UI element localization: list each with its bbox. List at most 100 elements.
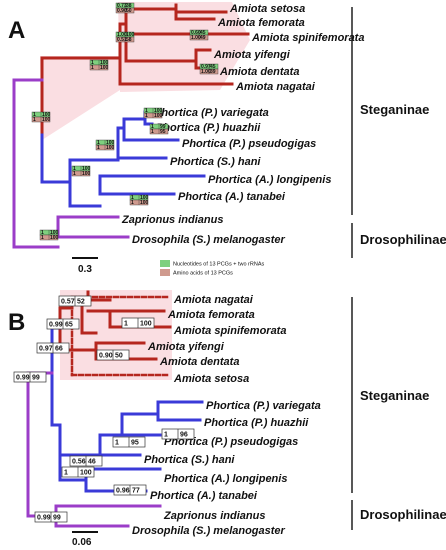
svg-text:46: 46	[88, 459, 96, 466]
panel-a-label: A	[8, 17, 25, 44]
taxon-label-b-huazhii: Phortica (P.) huazhii	[204, 417, 309, 429]
svg-text:1: 1	[73, 166, 76, 172]
svg-text:100: 100	[106, 145, 115, 151]
svg-text:66: 66	[55, 346, 63, 353]
svg-text:1.00: 1.00	[201, 69, 211, 75]
scale-bar-label-b: 0.06	[72, 537, 92, 548]
svg-text:39: 39	[210, 69, 216, 75]
svg-text:77: 77	[132, 488, 140, 495]
svg-text:1: 1	[164, 432, 168, 439]
svg-text:1: 1	[97, 145, 100, 151]
taxon-label-a-setosa: Amiota setosa	[229, 3, 305, 15]
svg-text:45: 45	[200, 30, 206, 36]
svg-text:1: 1	[151, 124, 154, 130]
taxon-label-a-femorata: Amiota femorata	[217, 17, 305, 29]
clade-label-drosophilinae-b: Drosophilinae	[360, 507, 446, 522]
svg-text:0.56: 0.56	[72, 459, 86, 466]
svg-text:0.99: 0.99	[49, 322, 63, 329]
svg-text:50: 50	[115, 353, 123, 360]
svg-text:1: 1	[151, 129, 154, 135]
taxon-label-b-dentata: Amiota dentata	[159, 356, 239, 368]
taxon-label-a-zaprionus: Zaprionus indianus	[121, 214, 223, 226]
taxon-label-b-femorata: Amiota femorata	[167, 309, 255, 321]
taxon-label-b-yifengi: Amiota yifengi	[147, 341, 225, 353]
taxon-label-b-nagatai: Amiota nagatai	[173, 294, 254, 306]
taxon-label-b-spinifemorata: Amiota spinifemorata	[173, 325, 286, 337]
svg-text:1.00: 1.00	[117, 32, 127, 38]
svg-text:49: 49	[200, 35, 206, 41]
svg-text:99: 99	[160, 124, 166, 130]
svg-text:1: 1	[33, 117, 36, 123]
svg-text:1: 1	[115, 440, 119, 447]
svg-text:96: 96	[180, 432, 188, 439]
svg-text:100: 100	[100, 60, 109, 66]
svg-text:99: 99	[53, 515, 61, 522]
taxon-label-b-drosophila: Drosophila (S.) melanogaster	[132, 525, 286, 537]
svg-text:0.60: 0.60	[191, 30, 201, 36]
svg-text:100: 100	[126, 32, 135, 38]
clade-highlight	[118, 2, 250, 92]
svg-text:1: 1	[145, 113, 148, 119]
svg-text:100: 100	[50, 235, 59, 241]
svg-text:1: 1	[33, 112, 36, 118]
svg-text:1: 1	[41, 235, 44, 241]
svg-text:1: 1	[131, 200, 134, 206]
svg-text:1: 1	[131, 195, 134, 201]
taxon-label-b-zaprionus: Zaprionus indianus	[163, 510, 265, 522]
clade-label-steganinae-a: Steganinae	[360, 102, 429, 117]
svg-text:100: 100	[82, 166, 91, 172]
svg-text:95: 95	[131, 440, 139, 447]
svg-text:1: 1	[145, 108, 148, 114]
svg-text:100: 100	[82, 171, 91, 177]
svg-text:50: 50	[126, 8, 132, 14]
taxon-label-b-hani: Phortica (S.) hani	[144, 454, 235, 466]
svg-text:58: 58	[126, 37, 132, 43]
svg-text:52: 52	[77, 299, 85, 306]
svg-text:1.00: 1.00	[191, 35, 201, 41]
svg-text:0.51: 0.51	[117, 37, 127, 43]
taxon-label-a-huazhii: Phortica (P.) huazhii	[156, 122, 261, 134]
panel-a-branches	[12, 3, 250, 249]
svg-text:1: 1	[91, 60, 94, 66]
svg-text:0.73: 0.73	[117, 3, 127, 9]
svg-text:45: 45	[210, 64, 216, 70]
svg-text:0.90: 0.90	[117, 8, 127, 14]
taxon-label-a-tanabei: Phortica (A.) tanabei	[178, 191, 286, 203]
legend-text-nucleotides: Nucleotides of 13 PCGs + two rRNAs	[173, 262, 264, 268]
taxon-label-a-longipenis: Phortica (A.) longipenis	[208, 174, 331, 186]
taxon-label-a-dentata: Amiota dentata	[219, 66, 299, 78]
support-box-sb7: 1 96	[161, 428, 195, 440]
clade-label-drosophilinae-a: Drosophilinae	[360, 232, 446, 247]
svg-text:0.96: 0.96	[116, 488, 130, 495]
svg-text:100: 100	[154, 113, 163, 119]
svg-text:1: 1	[91, 65, 94, 71]
svg-text:100: 100	[42, 117, 51, 123]
svg-text:100: 100	[50, 230, 59, 236]
legend-swatch-amino	[160, 269, 170, 276]
svg-text:0.99: 0.99	[37, 515, 51, 522]
svg-text:0.97: 0.97	[39, 346, 53, 353]
taxon-label-b-longipenis: Phortica (A.) longipenis	[164, 473, 287, 485]
svg-text:0.99: 0.99	[16, 375, 30, 382]
taxon-label-a-drosophila: Drosophila (S.) melanogaster	[132, 234, 286, 246]
taxon-label-b-setosa: Amiota setosa	[173, 373, 249, 385]
